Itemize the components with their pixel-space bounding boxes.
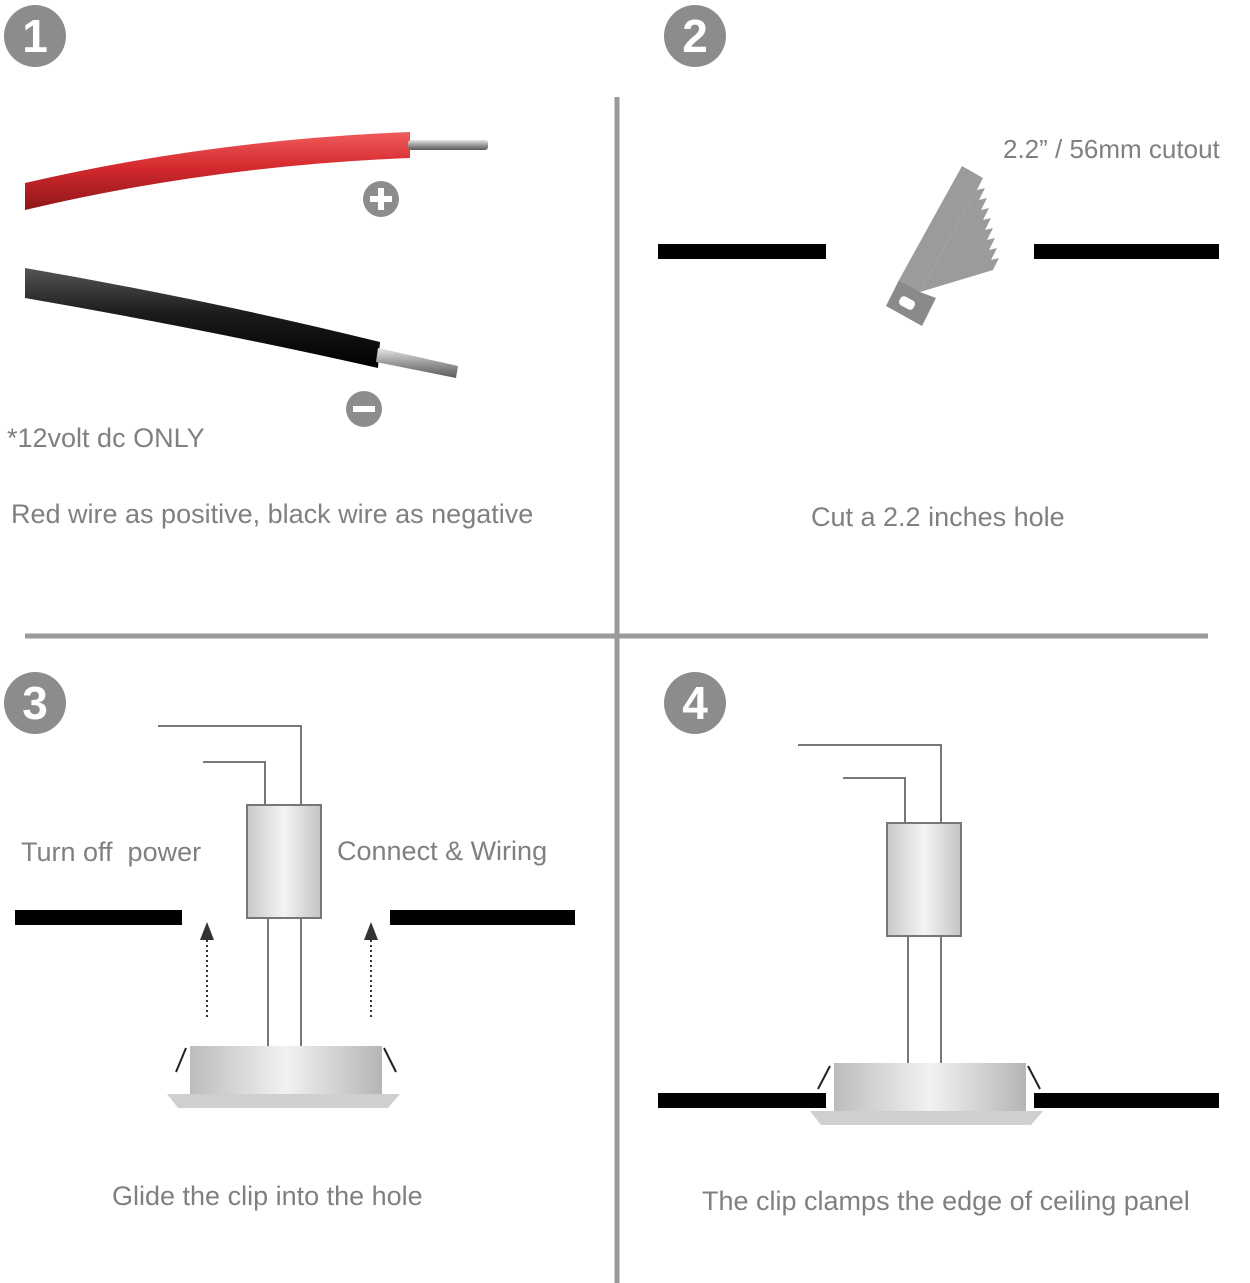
saw-icon — [886, 166, 999, 326]
step-3-badge: 3 — [4, 672, 66, 734]
cutout-label: 2.2” / 56mm cutout — [1003, 134, 1220, 164]
connector-box-4 — [886, 822, 962, 937]
step-1-badge: 1 — [4, 5, 66, 67]
minus-icon — [346, 391, 382, 427]
wiring-leads-3 — [158, 725, 302, 1046]
arrow-up-icon — [200, 922, 214, 1018]
plus-icon — [363, 181, 399, 217]
light-fixture-3 — [167, 1046, 400, 1108]
step-2-badge: 2 — [664, 5, 726, 67]
wiring-leads-4 — [798, 744, 942, 1063]
ceiling-panel-left — [658, 244, 826, 259]
voltage-note: *12volt dc ONLY — [7, 423, 205, 453]
ceiling-panel-right-3 — [390, 910, 575, 925]
connect-wiring-label: Connect & Wiring — [337, 836, 548, 866]
turn-off-power-label: Turn off power — [21, 837, 202, 867]
red-wire — [25, 132, 488, 210]
step-4-badge: 4 — [664, 672, 726, 734]
step-4-caption: The clip clamps the edge of ceiling pane… — [702, 1186, 1190, 1216]
ceiling-panel-right — [1034, 244, 1219, 259]
black-wire — [25, 268, 458, 378]
connector-box-3 — [246, 804, 322, 919]
light-fixture-4 — [810, 1063, 1043, 1125]
ceiling-panel-left-3 — [15, 910, 182, 925]
step-1-caption: Red wire as positive, black wire as nega… — [11, 499, 534, 529]
ceiling-panel-right-4 — [1034, 1093, 1219, 1108]
ceiling-panel-left-4 — [658, 1093, 826, 1108]
step-2-caption: Cut a 2.2 inches hole — [811, 502, 1065, 532]
arrow-up-icon — [364, 922, 378, 1018]
step-3-caption: Glide the clip into the hole — [112, 1181, 423, 1211]
